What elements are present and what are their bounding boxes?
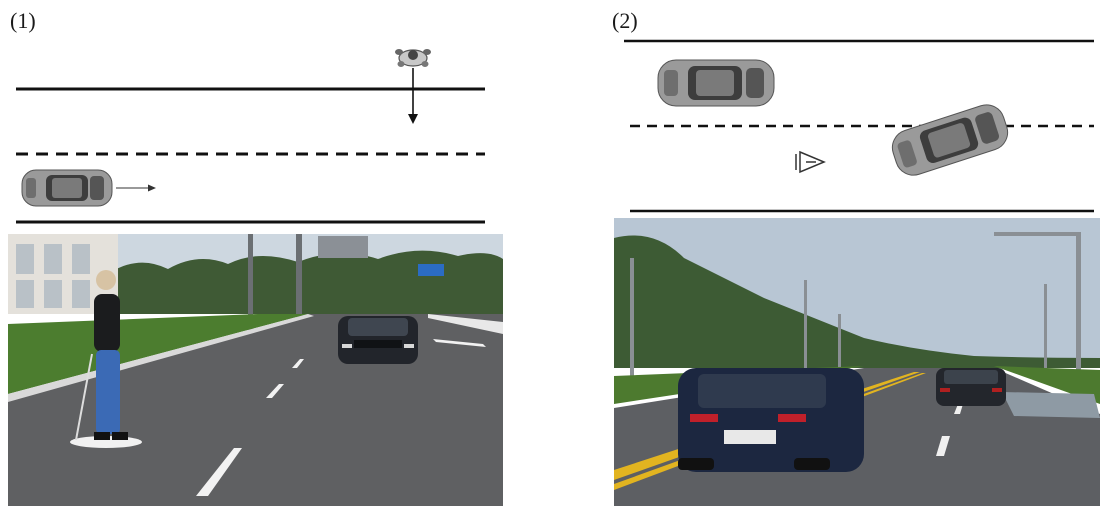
traffic-cone-topview-icon <box>795 150 826 174</box>
road-sign <box>418 264 444 276</box>
panel-label-1: (1) <box>10 8 36 33</box>
pedestrian-topview-icon <box>395 49 431 67</box>
panel-2-photo <box>614 218 1100 506</box>
car-topview-icon <box>21 169 113 207</box>
car-topview-icon <box>657 59 775 107</box>
panel-1-photo <box>8 234 503 506</box>
car-dark-sedan <box>338 316 418 364</box>
arrow-icon <box>408 68 418 124</box>
panel-1-schematic <box>8 36 503 230</box>
panel-label-2: (2) <box>612 8 638 33</box>
car-blue-hatchback <box>678 368 864 472</box>
arrow-icon <box>116 184 156 192</box>
panel-2-schematic <box>614 36 1100 216</box>
car-topview-icon <box>891 104 1009 176</box>
car-dark-sedan <box>936 368 1006 406</box>
pedestrian-dummy <box>70 270 142 448</box>
